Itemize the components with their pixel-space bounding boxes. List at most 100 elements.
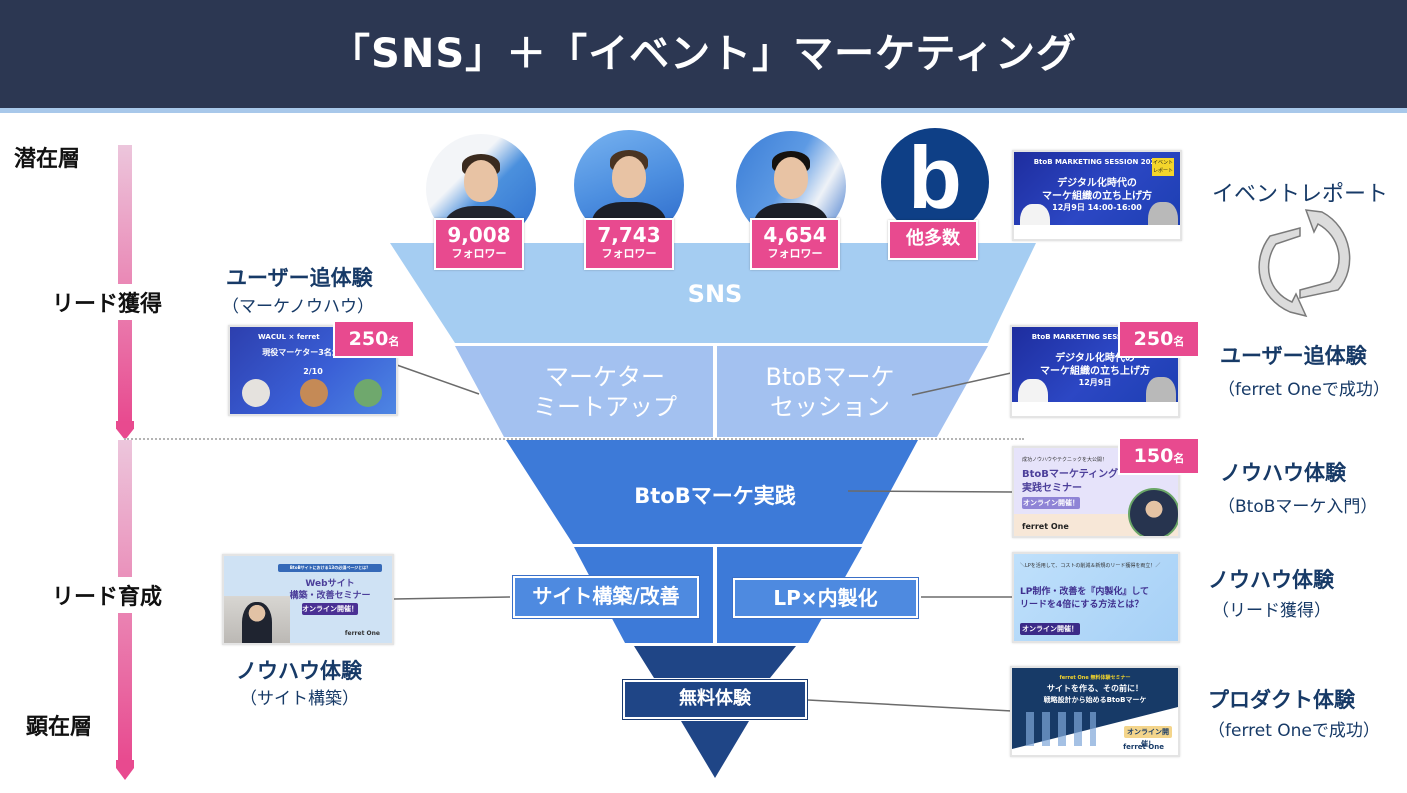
- caption-practice-sub: （BtoBマーケ入門）: [1218, 497, 1378, 517]
- thumbnail-brand: BtoB MARKETING SESSION 2020: [1031, 333, 1159, 341]
- thumbnail-title: 現役マーケター3名が語る、: [262, 348, 364, 357]
- event-thumbnail-practice[interactable]: 成功ノウハウやテクニックを大公開！ BtoBマーケティング 実践セミナー オンラ…: [1012, 446, 1180, 538]
- thumbnail-kicker: ferret One 無料体験セミナー: [1059, 675, 1131, 681]
- arrow-head: [116, 760, 134, 780]
- thumbnail-title-line: BtoBマーケティング: [1022, 469, 1119, 480]
- caption-product-title: プロダクト体験: [1208, 688, 1355, 712]
- funnel-box-lp-inhouse: LP×内製化: [733, 578, 918, 618]
- funnel-practice-layer: [506, 440, 918, 544]
- brand-logo-icon: b: [881, 128, 989, 236]
- stage-label-lead-nurturing: リード育成: [50, 577, 165, 613]
- funnel-label-line: ミートアップ: [533, 393, 677, 421]
- caption-lp-sub: （リード獲得）: [1212, 601, 1331, 621]
- speaker-photo: [242, 379, 270, 407]
- stage-label-lead-acquisition: リード獲得: [50, 284, 165, 320]
- thumbnail-date: 2/10: [303, 367, 323, 376]
- attendee-unit: 名: [388, 335, 400, 348]
- funnel-label-sns: SNS: [687, 280, 743, 308]
- caption-website-title: ノウハウ体験: [236, 659, 362, 683]
- thumbnail-footer: [1012, 402, 1178, 416]
- thumbnail-logos: WACUL × ferret: [258, 333, 320, 341]
- follower-count: 9,008: [447, 223, 511, 247]
- funnel-sns-layer: [390, 243, 1036, 343]
- follower-count: 7,743: [597, 223, 661, 247]
- funnel-session-segment: [717, 346, 988, 437]
- funnel-label-marketer-meetup: マーケター ミートアップ: [500, 362, 710, 422]
- thumbnail-brand: ferret One: [1123, 743, 1164, 751]
- caption-event-report-title: イベントレポート: [1212, 182, 1389, 207]
- thumbnail-title-line: 実践セミナー: [1022, 483, 1082, 494]
- thumbnail-title-line: デジタル化時代の: [1057, 178, 1137, 189]
- thumbnail-kicker: BtoBサイトにおける13の必須ページとは？: [278, 564, 382, 572]
- header-bar: [0, 0, 1407, 108]
- follower-badge: 4,654 フォロワー: [750, 218, 840, 270]
- speaker-photo: [242, 602, 272, 643]
- funnel-box-free-trial: 無料体験: [623, 680, 807, 719]
- funnel-label-line: セッション: [770, 393, 890, 421]
- funnel-label-btob-session: BtoBマーケ セッション: [720, 362, 940, 422]
- avatar-head: [774, 157, 808, 199]
- thumbnail-kicker: ＼LPを活用して、コストの削減＆新規のリード獲得を両立！／: [1020, 563, 1161, 569]
- thumbnail-title-line: 構築・改善セミナー: [289, 591, 371, 601]
- caption-lp-title: ノウハウ体験: [1208, 568, 1334, 592]
- thumbnail-kicker: 成功ノウハウやテクニックを大公開！: [1022, 457, 1108, 463]
- thumbnail-title-line: マーケ組織の立ち上げ方: [1040, 366, 1150, 377]
- follower-badge: 9,008 フォロワー: [434, 218, 524, 270]
- report-tag: イベントレポート: [1152, 158, 1174, 176]
- follower-count: 4,654: [763, 223, 827, 247]
- event-thumbnail-lp[interactable]: ＼LPを活用して、コストの削減＆新規のリード獲得を両立！／ LP制作・改善を『内…: [1012, 552, 1180, 643]
- thumbnail-brand: BtoB MARKETING SESSION 2020: [1033, 158, 1161, 166]
- attendee-count: 150: [1133, 445, 1174, 467]
- caption-practice-title: ノウハウ体験: [1220, 461, 1346, 485]
- thumbnail-title-line: サイトを作る、その前に！: [1047, 684, 1143, 693]
- thumbnail-button: オンライン開催！: [1020, 623, 1080, 635]
- thumbnail-title-line: LP制作・改善を『内製化』して: [1020, 587, 1150, 597]
- thumbnail-title-line: リードを4倍にする方法とは？: [1020, 600, 1144, 610]
- follower-badge: 7,743 フォロワー: [584, 218, 674, 270]
- attendee-unit: 名: [1173, 335, 1185, 348]
- funnel-label-btob-practice: BtoBマーケ実践: [634, 484, 796, 508]
- page-title: 「SNS」＋「イベント」マーケティング: [330, 31, 1077, 77]
- caption-website-sub: （サイト構築）: [240, 689, 359, 709]
- stage-label-latent: 潜在層: [12, 139, 83, 175]
- caption-session-title: ユーザー追体験: [1220, 344, 1367, 368]
- thumbnail-title-line: マーケ組織の立ち上げ方: [1042, 191, 1152, 202]
- avatar-head: [464, 160, 498, 202]
- thumbnail-button: オンライン開催！: [302, 603, 358, 615]
- arrow-head: [116, 421, 134, 440]
- thumbnail-title-line: デジタル化時代の: [1055, 353, 1135, 364]
- stage-divider: [124, 438, 1024, 440]
- speaker-photo: [354, 379, 382, 407]
- avatar-head: [612, 156, 646, 198]
- thumbnail-button: オンライン開催！: [1124, 726, 1172, 748]
- event-thumbnail-website[interactable]: BtoBサイトにおける13の必須ページとは？ Webサイト 構築・改善セミナー …: [222, 554, 394, 645]
- thumbnail-date: 12月9日 14:00-16:00: [1052, 203, 1142, 212]
- thumbnail-title-line: 戦略設計から始めるBtoBマーケ: [1043, 696, 1147, 704]
- people-illustration: [1026, 712, 1096, 746]
- speaker-photo: [1128, 488, 1178, 536]
- thumbnail-button: オンライン開催！: [1022, 497, 1080, 509]
- funnel-label-line: BtoBマーケ: [765, 363, 895, 391]
- speaker-photo: [300, 379, 328, 407]
- thumbnail-footer: [1014, 225, 1180, 239]
- caption-meetup-sub: （マーケノウハウ）: [222, 297, 374, 317]
- funnel-free-layer: [634, 646, 796, 678]
- attendee-count: 250: [1133, 328, 1174, 350]
- funnel-label-line: マーケター: [545, 363, 665, 391]
- caption-product-sub: （ferret Oneで成功）: [1208, 721, 1380, 741]
- follower-unit: フォロワー: [601, 247, 657, 260]
- funnel-meetup-segment: [455, 346, 713, 437]
- attendee-unit: 名: [1173, 452, 1185, 465]
- caption-meetup-title: ユーザー追体験: [226, 266, 373, 290]
- thumbnail-date: 12月9日: [1078, 378, 1112, 387]
- thumbnail-brand: ferret One: [1022, 522, 1069, 531]
- event-thumbnail-product[interactable]: ferret One 無料体験セミナー サイトを作る、その前に！ 戦略設計から始…: [1010, 666, 1180, 757]
- follower-unit: フォロワー: [767, 247, 823, 260]
- thumbnail-brand: ferret One: [344, 630, 380, 637]
- funnel-tip: [681, 721, 749, 778]
- header-divider: [0, 108, 1407, 113]
- others-badge: 他多数: [888, 220, 978, 260]
- attendee-count-badge: 150名: [1118, 437, 1200, 475]
- event-thumbnail-report[interactable]: BtoB MARKETING SESSION 2020 デジタル化時代の マーケ…: [1012, 150, 1182, 241]
